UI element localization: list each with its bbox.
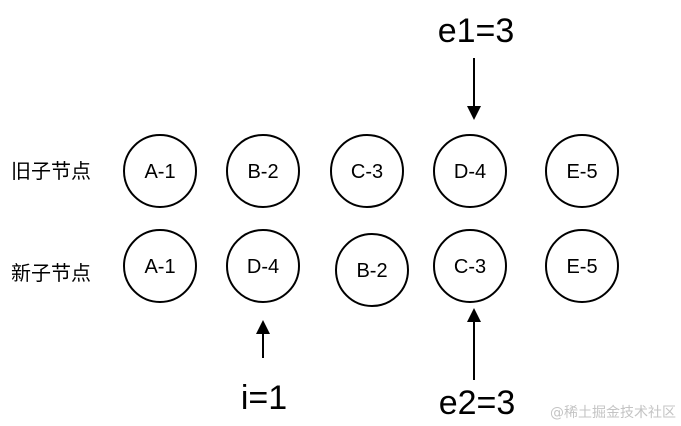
pointer-e2-label: e2=3	[439, 384, 516, 422]
new-children-label: 新子节点	[11, 261, 91, 285]
old-node-1: A-1	[123, 134, 197, 208]
arrow-up-i-head	[256, 320, 270, 334]
old-node-3-label: C-3	[351, 161, 383, 183]
old-node-5-label: E-5	[566, 161, 597, 183]
new-node-2-label: D-4	[247, 256, 279, 278]
new-node-1-label: A-1	[144, 256, 175, 278]
new-row: A-1 D-4 B-2 C-3 E-5	[123, 229, 619, 307]
old-row: A-1 B-2 C-3 D-4 E-5	[123, 134, 619, 208]
watermark: @稀土掘金技术社区	[550, 405, 676, 421]
old-node-4-label: D-4	[454, 161, 486, 183]
arrow-up-e2-head	[467, 308, 481, 322]
new-node-3-label: B-2	[356, 260, 387, 282]
new-node-4-label: C-3	[454, 256, 486, 278]
new-node-5-label: E-5	[566, 256, 597, 278]
old-node-5: E-5	[545, 134, 619, 208]
pointer-i: i=1	[241, 320, 287, 417]
pointer-e1-label: e1=3	[438, 12, 515, 50]
pointer-e2: e2=3	[439, 308, 516, 422]
old-node-4: D-4	[433, 134, 507, 208]
old-children-label: 旧子节点	[11, 159, 91, 183]
arrow-down-e1-head	[467, 106, 481, 120]
old-node-1-label: A-1	[144, 161, 175, 183]
new-node-2: D-4	[226, 229, 300, 303]
new-node-5: E-5	[545, 229, 619, 303]
pointer-i-label: i=1	[241, 379, 287, 417]
new-node-1: A-1	[123, 229, 197, 303]
pointer-e1: e1=3	[438, 12, 515, 120]
new-node-4: C-3	[433, 229, 507, 303]
old-node-3: C-3	[330, 134, 404, 208]
new-node-3: B-2	[335, 233, 409, 307]
old-node-2-label: B-2	[247, 161, 278, 183]
old-node-2: B-2	[226, 134, 300, 208]
